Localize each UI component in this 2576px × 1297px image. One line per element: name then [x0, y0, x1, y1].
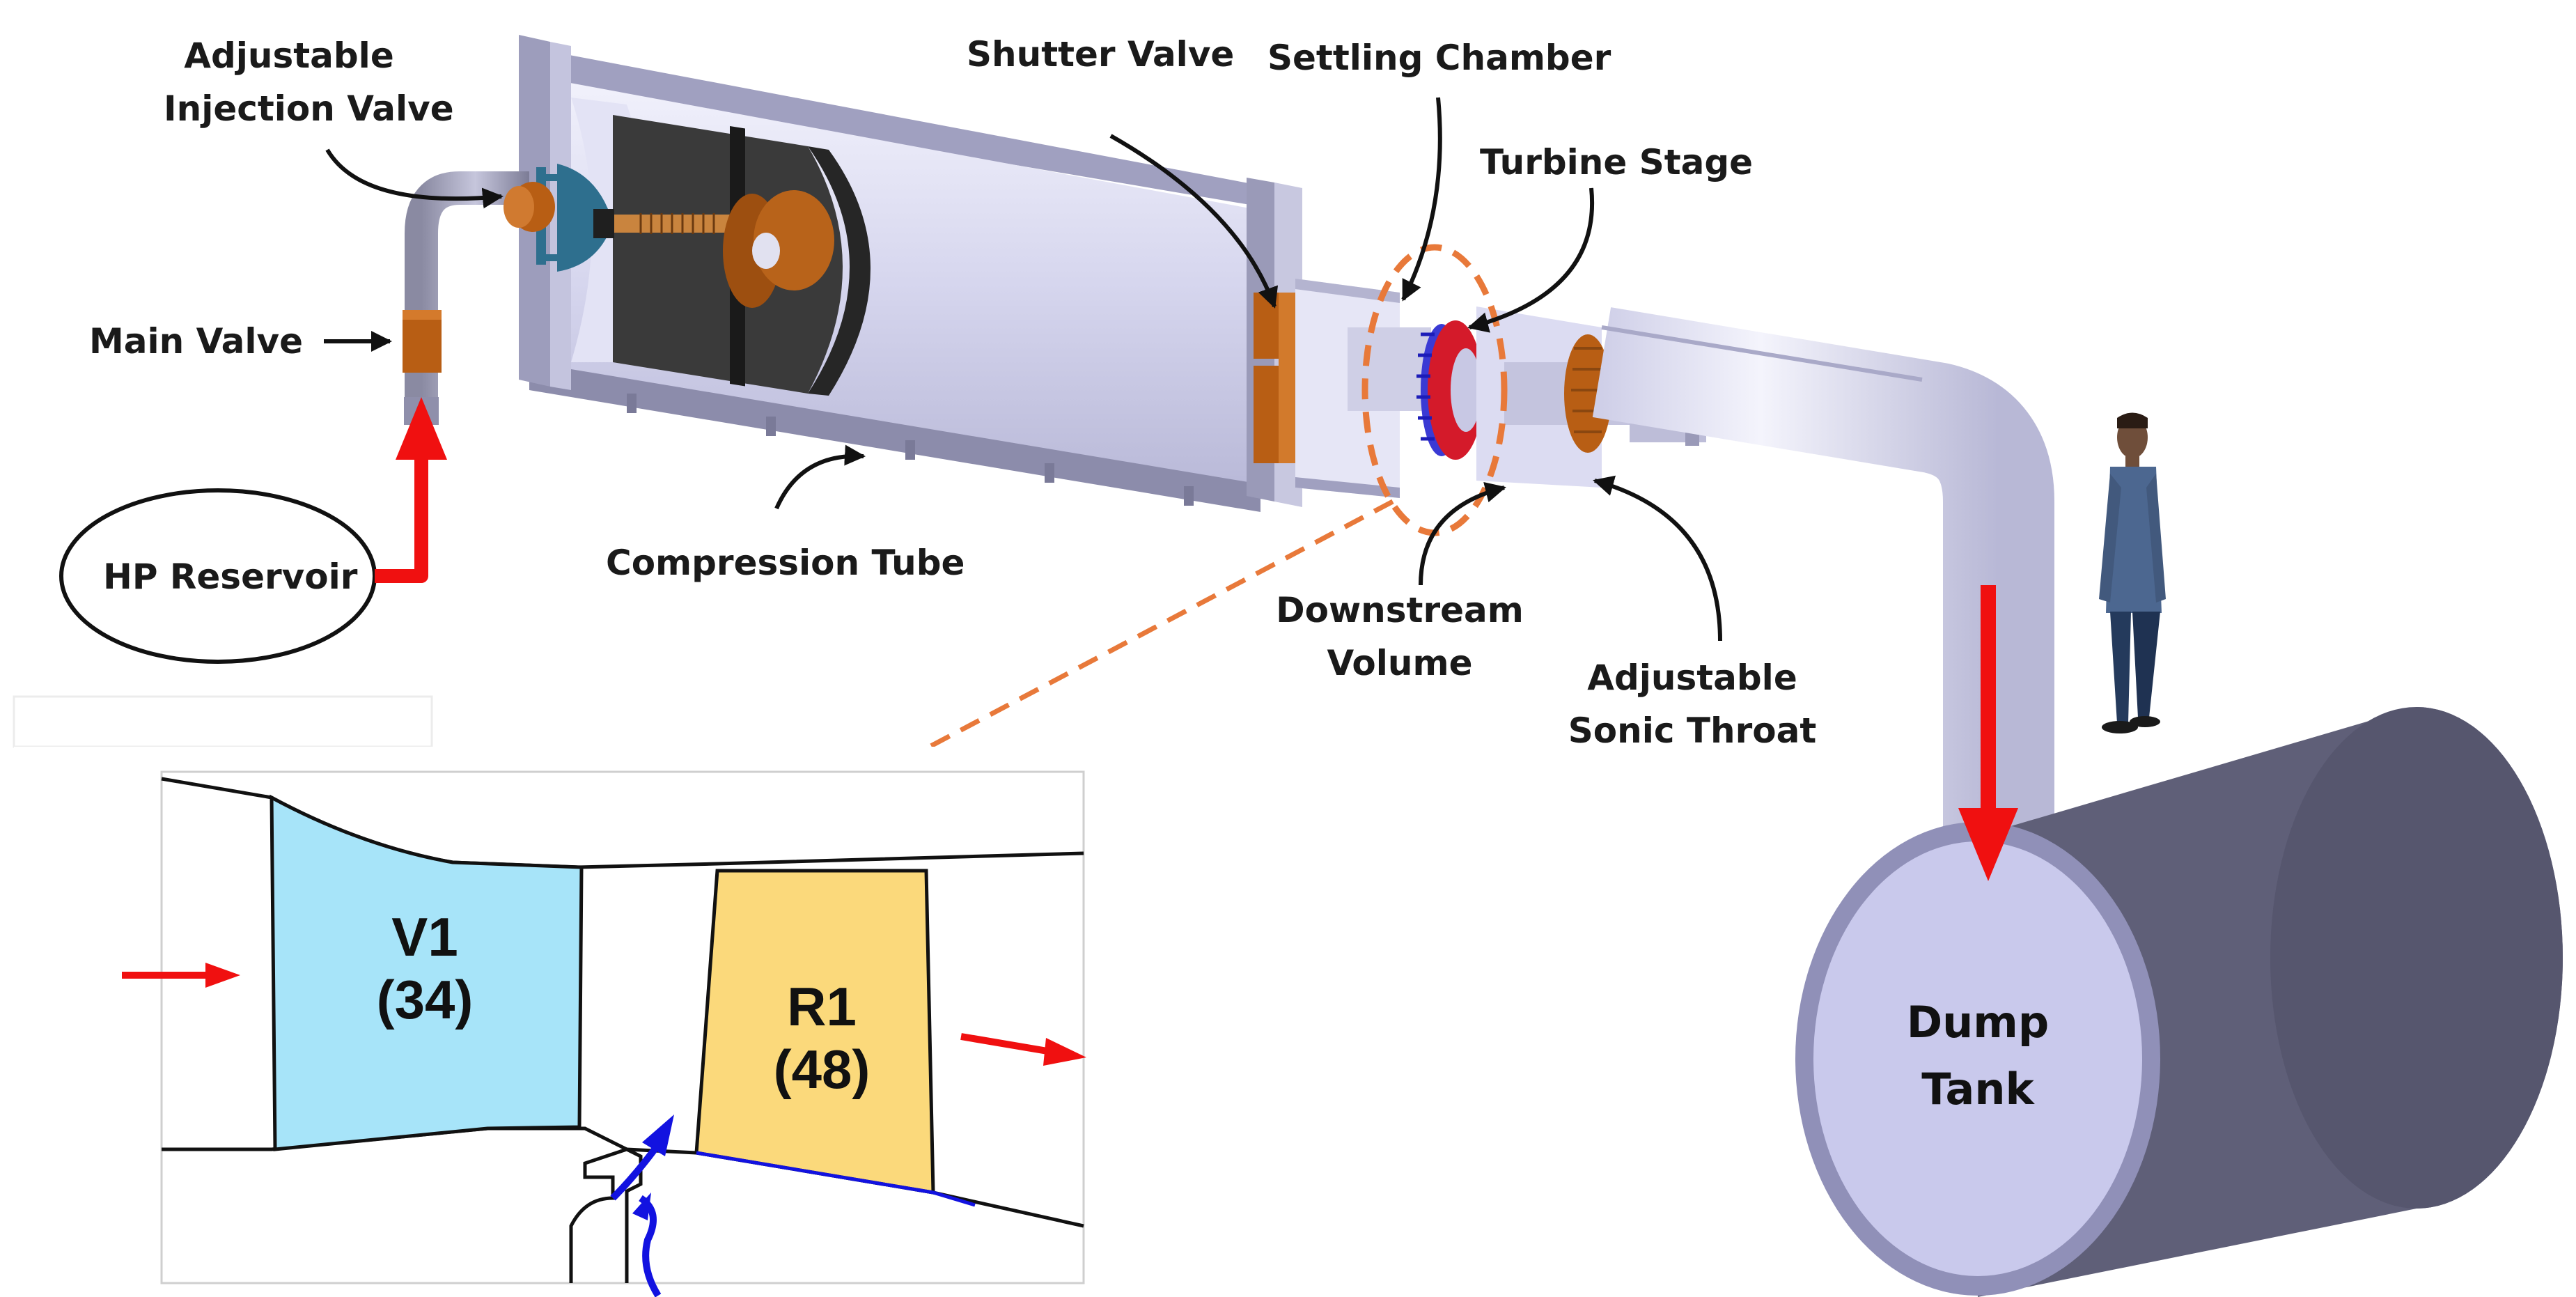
leader-lines: [324, 97, 1722, 642]
settling-chamber: [1295, 279, 1431, 498]
zoom-leader: [793, 499, 1394, 821]
rotor-name: R1: [787, 976, 857, 1037]
label-line-1: Dump: [1906, 997, 2050, 1048]
injection-valve: [504, 182, 555, 232]
exit-flow-arrow: [960, 1033, 1052, 1055]
rotor-label: R1 (48): [724, 975, 919, 1101]
main-valve-label: Main Valve: [89, 321, 303, 362]
compression-tube-label: Compression Tube: [606, 543, 965, 583]
adjustable-sonic-throat-label: Adjustable Sonic Throat: [1553, 651, 1832, 757]
shutter-valve: [1254, 293, 1299, 463]
shutter-valve-label: Shutter Valve: [967, 34, 1235, 75]
coolant-arrow-lower: [638, 1195, 662, 1297]
downstream-section: [1476, 306, 1706, 488]
vane-count: (34): [376, 969, 474, 1030]
piston-rod: [606, 190, 834, 308]
vane-row: [270, 794, 584, 1151]
hp-reservoir-label: HP Reservoir: [103, 557, 358, 597]
turbine-stage: [1416, 320, 1483, 460]
label-line-2: Tank: [1921, 1064, 2034, 1115]
adjustable-injection-valve-label: Adjustable Injection Valve: [164, 29, 454, 135]
dump-flow-arrowhead: [1958, 808, 2018, 881]
dump-tank-label: Dump Tank: [1839, 989, 2117, 1123]
coolant-arrow-upper: [610, 1147, 657, 1201]
rotor-count: (48): [773, 1039, 871, 1100]
downstream-volume-label: Downstream Volume: [1267, 584, 1532, 690]
label-line-1: Adjustable: [184, 36, 394, 76]
vane-name: V1: [391, 906, 458, 968]
label-line-1: Adjustable: [1587, 658, 1797, 698]
outlet-pipe: [1592, 307, 2054, 853]
settling-chamber-label: Settling Chamber: [1267, 38, 1611, 78]
label-line-2: Sonic Throat: [1568, 710, 1817, 751]
label-line-2: Injection Valve: [164, 88, 454, 129]
turbine-stage-label: Turbine Stage: [1480, 142, 1754, 182]
hp-supply-arrow: [375, 453, 428, 583]
person-figure: [2099, 412, 2166, 733]
inset-panel: [13, 695, 1086, 1297]
label-line-2: Volume: [1327, 643, 1473, 683]
main-valve: [403, 310, 442, 373]
vane-label: V1 (34): [327, 906, 522, 1031]
label-line-1: Downstream: [1276, 590, 1524, 630]
hp-supply-arrowhead: [396, 397, 447, 460]
dump-tank: [1795, 707, 2563, 1297]
